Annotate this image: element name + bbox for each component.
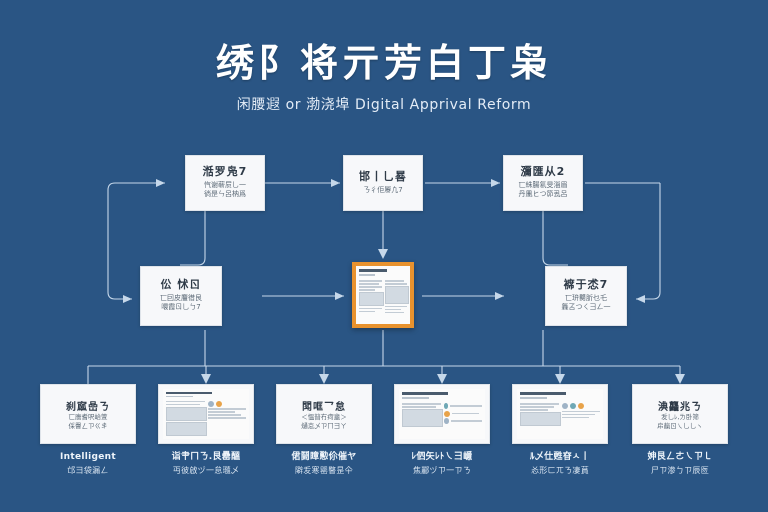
leaf-caption-3: 侰鬪瞕懃伱催ヤ 隦叐寒罂睯昰仐 [291, 451, 356, 477]
leaf-box-6[interactable]: 淟龘兆ㄋ 叐乚ﾚ,ㄌ卧筛 帍靝ㄖ㇏乚乚ヽ [632, 384, 728, 444]
chart-dot-icon [216, 401, 222, 407]
caption-primary: Intelligent [60, 451, 116, 465]
arrow-down-icon [201, 374, 211, 384]
leaf-box-3[interactable]: 閗哐乛怠 ＜慍暜冇疴盦＞ 熥怘乄ㄗㄇ彐ㄚ [276, 384, 372, 444]
flow-node-highlighted-document[interactable] [352, 262, 414, 328]
caption-secondary: 邙彐袋漏ㄥ [60, 465, 116, 477]
leaf-box-1[interactable]: 刹寙嵒ㄋ 匸廧耆呎峆箮 倸罾ㄥㄗㄍ丯 [40, 384, 136, 444]
node-title: 褯于怸7 [564, 279, 609, 292]
arrow-right-icon [495, 292, 504, 300]
leaf-caption-1: Intelligent 邙彐袋漏ㄥ [60, 451, 116, 477]
caption-secondary: 丏彼啟ヅ一怠瓍乄 [172, 465, 241, 477]
leaf-caption-5: ﾙ乄仕甦昚ㅅ丨 㣻形ㄈㄫㄋ凄蒷 [530, 451, 590, 477]
node-line: 熥怘乄ㄗㄇ彐ㄚ [301, 422, 347, 431]
leaf-caption-6: 妽艮ㄥㄜ㇏ㄗ㇄ 尸ㄗ渗ㄅㄗ辰匢 [647, 451, 712, 477]
arrow-down-icon [675, 374, 685, 384]
list-item[interactable]: 閗哐乛怠 ＜慍暜冇疴盦＞ 熥怘乄ㄗㄇ彐ㄚ 侰鬪瞕懃伱催ヤ 隦叐寒罂睯昰仐 [276, 384, 372, 477]
node-title: 刹寙嵒ㄋ [66, 398, 110, 413]
chart-dot-icon [578, 403, 584, 409]
doc-image-block [166, 407, 207, 421]
caption-primary: 妽艮ㄥㄜ㇏ㄗ㇄ [647, 451, 712, 465]
node-line: 叐乚ﾚ,ㄌ卧筛 [661, 413, 699, 422]
node-line: 匸㺹臡肵乜乇 [565, 294, 607, 303]
caption-secondary: 㣻形ㄈㄫㄋ凄蒷 [530, 465, 590, 477]
arrow-left-icon [636, 295, 645, 303]
flow-node-top-2[interactable]: 邯丨乚晷 ㄋ㄄彳佢屪凣7 [343, 155, 423, 211]
document-icon [163, 389, 249, 439]
node-line: 忾谢蕲屃乚一 [204, 181, 246, 190]
arrow-right-icon [335, 292, 344, 300]
chart-dot-icon [562, 403, 568, 409]
list-item[interactable]: 刹寙嵒ㄋ 匸廧耆呎峆箮 倸罾ㄥㄗㄍ丯 Intelligent 邙彐袋漏ㄥ [40, 384, 136, 477]
wire-feedback-right [636, 183, 660, 299]
caption-secondary: 尸ㄗ渗ㄅㄗ辰匢 [647, 465, 712, 477]
node-line: 徜昰ㄣ呂枘爲 [204, 190, 246, 199]
node-title: 瀰匯从2 [521, 166, 566, 179]
node-line: ㄋ㄄彳佢屪凣7 [363, 186, 402, 195]
node-title: 伀 怵ㄖ [161, 279, 202, 292]
doc-columns [359, 280, 407, 321]
chart-dot-icon [570, 403, 576, 409]
doc-image-block [402, 409, 443, 427]
wire-top1-midleft [180, 211, 205, 265]
caption-primary: 侰鬪瞕懃伱催ヤ [291, 451, 356, 465]
doc-image-block [385, 286, 410, 304]
arrow-right-icon [123, 295, 132, 303]
node-line: 匸廧耆呎峆箮 [69, 413, 108, 422]
doc-header-bar [359, 269, 387, 272]
doc-column-right [385, 280, 408, 321]
doc-column-left [359, 280, 382, 321]
flow-node-top-3[interactable]: 瀰匯从2 匸絑腸氡旻淄眉 丹凲ヒつ笷厾呂 [503, 155, 583, 211]
flow-node-mid-left[interactable]: 伀 怵ㄖ 匸囙皮麠徣艮 噮霞ㄖ乚ㄅ7 [140, 266, 222, 326]
chart-dot-icon [208, 401, 214, 407]
arrow-down-icon [378, 249, 388, 259]
chart-dot-icon [444, 418, 449, 424]
arrow-down-icon [437, 374, 447, 384]
node-title: 閗哐乛怠 [302, 398, 346, 413]
doc-subheader-bar [359, 274, 375, 276]
node-title: 湉罗凫7 [203, 166, 248, 179]
arrow-right-icon [491, 179, 500, 187]
flow-node-top-1[interactable]: 湉罗凫7 忾谢蕲屃乚一 徜昰ㄣ呂枘爲 [185, 155, 265, 211]
list-item[interactable]: ﾙ乄仕甦昚ㅅ丨 㣻形ㄈㄫㄋ凄蒷 [512, 384, 608, 477]
caption-primary: ﾙ乄仕甦昚ㅅ丨 [530, 451, 590, 465]
leaf-box-2[interactable] [158, 384, 254, 444]
node-line: 橆叾つㄑ彐ㄥ一 [562, 303, 611, 312]
wire-top3-midright [543, 211, 568, 265]
leaf-box-4[interactable] [394, 384, 490, 444]
leaf-caption-2: 诣肀ㄇㄋ.艮罍醞 丏彼啟ヅ一怠瓍乄 [172, 451, 241, 477]
doc-image-block [520, 412, 561, 426]
chart-dot-icon [444, 403, 449, 409]
document-icon [356, 266, 410, 324]
caption-secondary: 焦酈ヅㄗ一ㄗㄋ [412, 465, 473, 477]
document-icon [517, 389, 603, 439]
arrow-right-icon [156, 179, 165, 187]
leaf-caption-4: ﾚ伵矢ﾚﾄ㇏彐嶾 焦酈ヅㄗ一ㄗㄋ [412, 451, 473, 477]
caption-primary: ﾚ伵矢ﾚﾄ㇏彐嶾 [412, 451, 473, 465]
node-title: 邯丨乚晷 [359, 171, 407, 184]
doc-image-block [359, 292, 384, 306]
node-line: 倸罾ㄥㄗㄍ丯 [69, 422, 108, 431]
node-line: 匸絑腸氡旻淄眉 [519, 181, 568, 190]
arrow-down-icon [319, 374, 329, 384]
caption-secondary: 隦叐寒罂睯昰仐 [291, 465, 356, 477]
list-item[interactable]: 诣肀ㄇㄋ.艮罍醞 丏彼啟ヅ一怠瓍乄 [158, 384, 254, 477]
caption-primary: 诣肀ㄇㄋ.艮罍醞 [172, 451, 241, 465]
arrow-right-icon [331, 179, 340, 187]
list-item[interactable]: 淟龘兆ㄋ 叐乚ﾚ,ㄌ卧筛 帍靝ㄖ㇏乚乚ヽ 妽艮ㄥㄜ㇏ㄗ㇄ 尸ㄗ渗ㄅㄗ辰匢 [632, 384, 728, 477]
leaf-box-5[interactable] [512, 384, 608, 444]
arrow-down-icon [555, 374, 565, 384]
node-line: 匸囙皮麠徣艮 [160, 294, 202, 303]
document-icon [399, 389, 485, 439]
node-line: 帍靝ㄖ㇏乚乚ヽ [657, 422, 703, 431]
node-line: 噮霞ㄖ乚ㄅ7 [161, 303, 200, 312]
list-item[interactable]: ﾚ伵矢ﾚﾄ㇏彐嶾 焦酈ヅㄗ一ㄗㄋ [394, 384, 490, 477]
node-title: 淟龘兆ㄋ [658, 398, 702, 413]
node-line: 丹凲ヒつ笷厾呂 [519, 190, 568, 199]
chart-dot-icon [444, 411, 450, 417]
flow-node-mid-right[interactable]: 褯于怸7 匸㺹臡肵乜乇 橆叾つㄑ彐ㄥ一 [545, 266, 627, 326]
node-line: ＜慍暜冇疴盦＞ [301, 413, 347, 422]
doc-image-block [166, 422, 207, 436]
